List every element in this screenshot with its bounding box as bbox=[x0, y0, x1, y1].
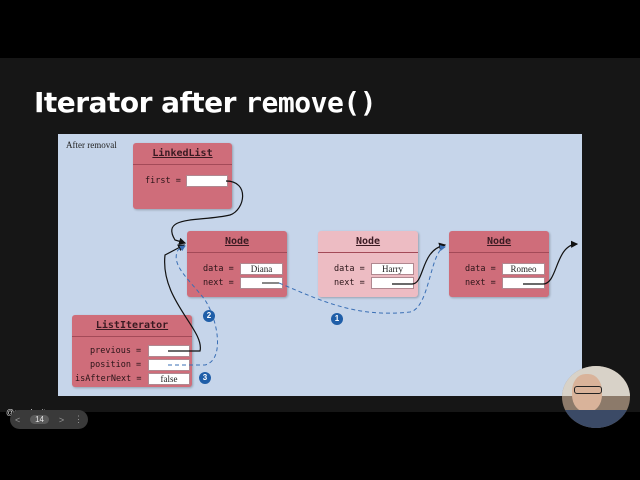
next-field bbox=[502, 277, 545, 289]
data-label: data = bbox=[203, 264, 234, 274]
next-slide-button[interactable]: > bbox=[58, 414, 65, 425]
next-label: next = bbox=[465, 278, 496, 288]
presenter-glasses bbox=[574, 386, 602, 394]
presenter-webcam bbox=[562, 366, 630, 428]
more-options-button[interactable]: ⋮ bbox=[74, 414, 84, 424]
node-diana: Node data = Diana next = bbox=[187, 231, 287, 297]
isafternext-label: isAfterNext = bbox=[75, 374, 142, 384]
node-header: Node bbox=[187, 231, 287, 253]
first-label: first = bbox=[145, 176, 181, 186]
node-title: Node bbox=[355, 236, 381, 247]
step-badge-2: 2 bbox=[203, 310, 215, 322]
listiterator-title: ListIterator bbox=[95, 320, 169, 331]
prev-slide-button[interactable]: < bbox=[14, 414, 21, 425]
data-label: data = bbox=[465, 264, 496, 274]
title-code: remove() bbox=[245, 86, 377, 119]
linkedlist-header: LinkedList bbox=[133, 143, 232, 165]
node-header: Node bbox=[449, 231, 549, 253]
slide-controls: < 14 > ⋮ bbox=[10, 410, 88, 429]
linkedlist-box: LinkedList first = bbox=[133, 143, 232, 209]
data-value: Romeo bbox=[502, 263, 545, 275]
data-value: Diana bbox=[240, 263, 283, 275]
next-label: next = bbox=[334, 278, 365, 288]
step-badge-1: 1 bbox=[331, 313, 343, 325]
presenter-shirt bbox=[562, 410, 630, 428]
slide-title: Iterator after remove() bbox=[34, 86, 377, 119]
first-field bbox=[186, 175, 228, 187]
node-header: Node bbox=[318, 231, 418, 253]
title-prefix: Iterator after bbox=[34, 86, 246, 119]
linkedlist-title: LinkedList bbox=[152, 148, 213, 159]
diagram-caption: After removal bbox=[66, 140, 117, 150]
isafternext-value: false bbox=[148, 373, 190, 385]
step-badge-3: 3 bbox=[199, 372, 211, 384]
data-label: data = bbox=[334, 264, 365, 274]
next-label: next = bbox=[203, 278, 234, 288]
data-value: Harry bbox=[371, 263, 414, 275]
previous-label: previous = bbox=[90, 346, 142, 356]
next-field bbox=[371, 277, 414, 289]
slide-number: 14 bbox=[30, 415, 49, 424]
node-romeo: Node data = Romeo next = bbox=[449, 231, 549, 297]
previous-field bbox=[148, 345, 190, 357]
listiterator-box: ListIterator previous = position = isAft… bbox=[72, 315, 192, 387]
node-harry: Node data = Harry next = bbox=[318, 231, 418, 297]
node-title: Node bbox=[224, 236, 250, 247]
listiterator-header: ListIterator bbox=[72, 315, 192, 337]
next-field bbox=[240, 277, 283, 289]
position-field bbox=[148, 359, 190, 371]
position-label: position = bbox=[90, 360, 142, 370]
node-title: Node bbox=[486, 236, 512, 247]
